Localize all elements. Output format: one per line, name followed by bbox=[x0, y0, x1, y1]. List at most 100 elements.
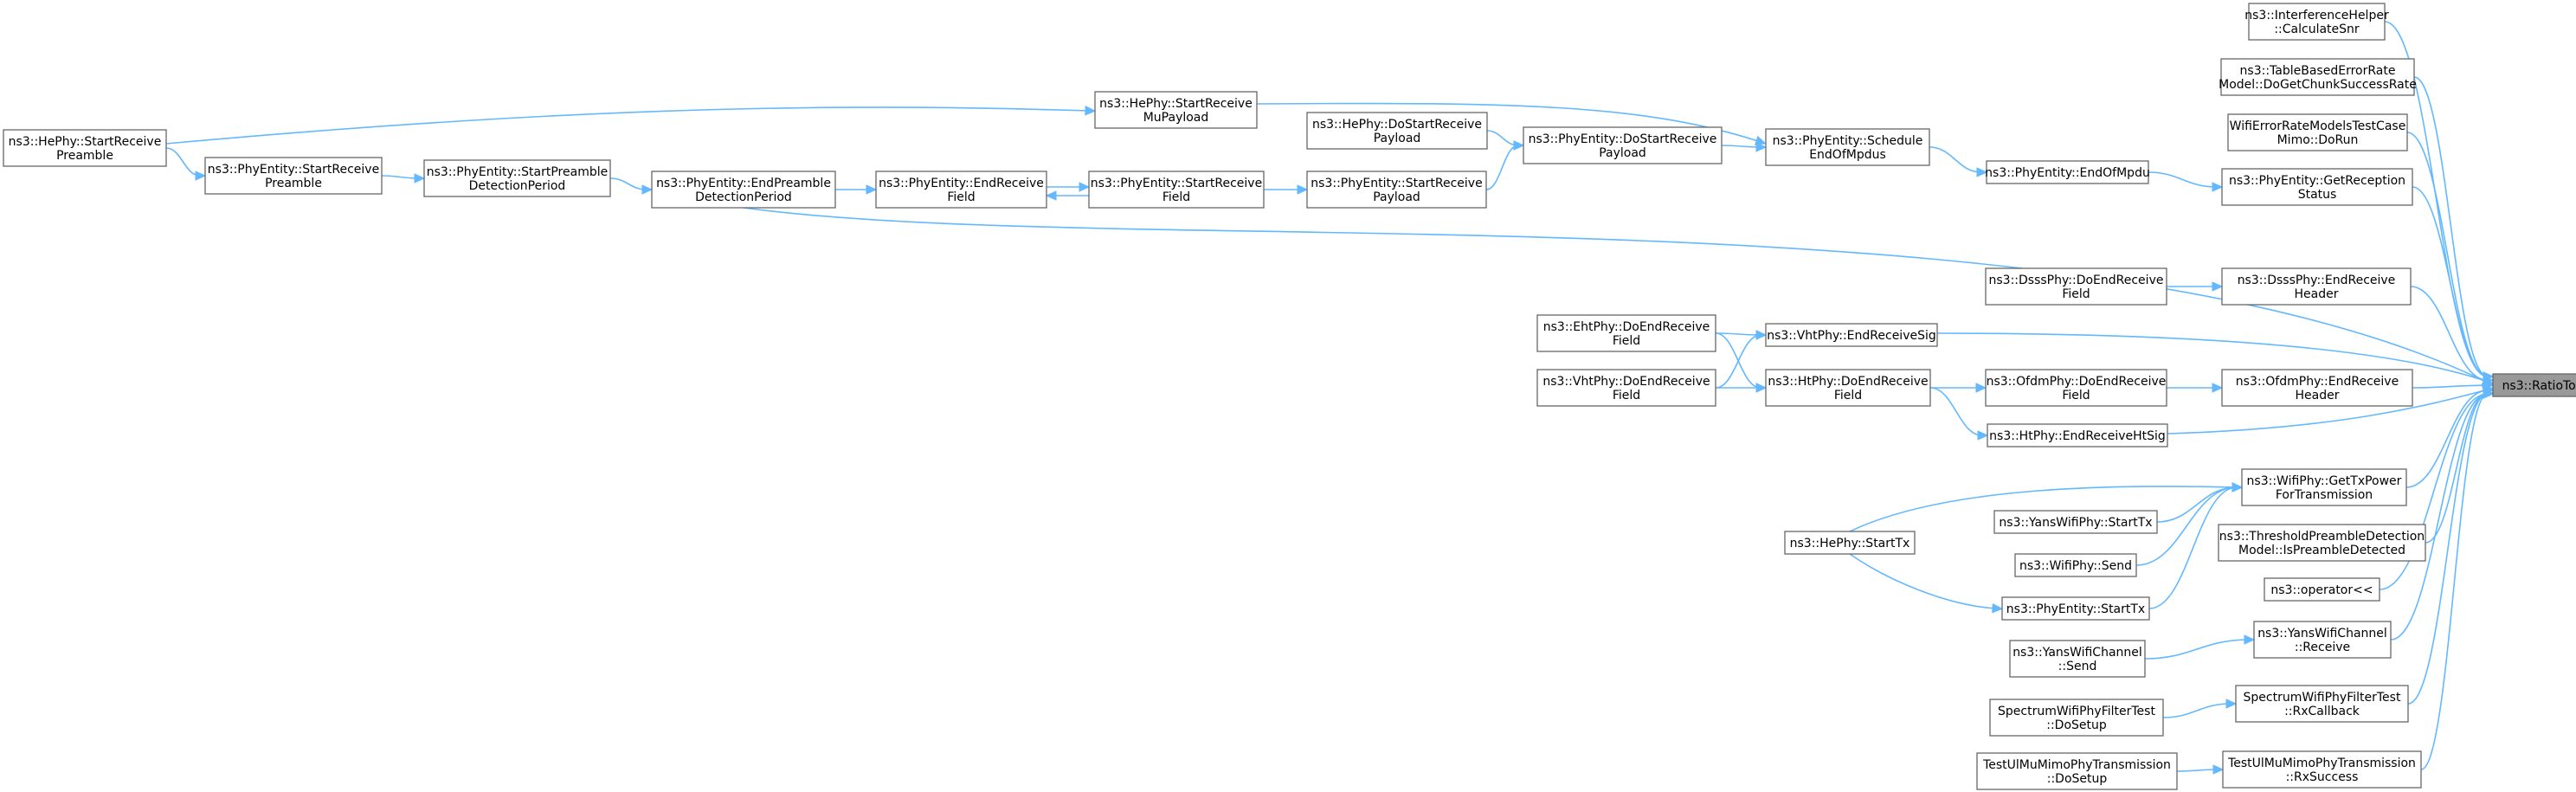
node-label: SpectrumWifiPhyFilterTest bbox=[1998, 705, 2155, 718]
edge-line bbox=[1849, 553, 1998, 609]
node-pe-end-preamble[interactable]: ns3::PhyEntity::EndPreambleDetectionPeri… bbox=[651, 171, 836, 209]
node-label: ns3::PhyEntity::StartReceive bbox=[1091, 177, 1262, 190]
node-label: DetectionPeriod bbox=[469, 179, 566, 193]
edge-pe-end-recv-field-to-pe-start-recv-field bbox=[1046, 182, 1091, 192]
node-yans-chan-recv[interactable]: ns3::YansWifiChannel::Receive bbox=[2253, 621, 2392, 659]
arrowhead bbox=[1992, 602, 2004, 614]
node-label: Model::DoGetChunkSuccessRate bbox=[2219, 78, 2417, 92]
node-label: ns3::PhyEntity::StartReceive bbox=[1311, 177, 1482, 190]
arrowhead bbox=[1975, 383, 1987, 393]
node-label: ns3::ThresholdPreambleDetection bbox=[2219, 530, 2425, 544]
node-label: ns3::YansWifiChannel bbox=[2257, 627, 2387, 641]
edge-vht-do-end-to-ht-do-end bbox=[1716, 383, 1768, 393]
edge-ofdm-end-hdr-to-ratio-to-db bbox=[2412, 380, 2495, 390]
root-node-ratio-to-db[interactable]: ns3::RatioToDb bbox=[2492, 373, 2576, 397]
node-box bbox=[2221, 369, 2413, 407]
call-graph-edges bbox=[165, 21, 2495, 775]
call-graph-nodes: ns3::RatioToDb ns3::InterferenceHelper::C… bbox=[3, 3, 2576, 790]
arrowhead bbox=[2212, 764, 2225, 775]
node-label: ::RxSuccess bbox=[2286, 770, 2359, 784]
node-box bbox=[2221, 168, 2413, 206]
edge-pe-start-recv-preamble-to-pe-start-preamble bbox=[381, 173, 426, 184]
node-box bbox=[2222, 750, 2422, 789]
node-operator-out[interactable]: ns3::operator<< bbox=[2264, 577, 2380, 602]
node-ul-rx-success[interactable]: TestUlMuMimoPhyTransmission::RxSuccess bbox=[2222, 750, 2422, 789]
node-label: WifiErrorRateModelsTestCase bbox=[2230, 119, 2406, 133]
edge-line bbox=[2176, 769, 2219, 772]
node-box bbox=[2248, 3, 2386, 41]
node-box bbox=[2218, 524, 2426, 562]
edge-dsss-do-end-to-dsss-end-hdr bbox=[2167, 281, 2224, 292]
node-ul-setup[interactable]: TestUlMuMimoPhyTransmission::DoSetup bbox=[1976, 752, 2178, 790]
node-ht-end-sig[interactable]: ns3::HtPhy::EndReceiveHtSig bbox=[1987, 423, 2168, 448]
edge-ht-do-end-to-ofdm-do-end bbox=[1930, 383, 1987, 393]
node-wifi-send[interactable]: ns3::WifiPhy::Send bbox=[2014, 553, 2137, 577]
arrowhead bbox=[1976, 167, 1988, 177]
node-yans-chan-send[interactable]: ns3::YansWifiChannel::Send bbox=[2009, 640, 2146, 678]
node-pe-start-tx[interactable]: ns3::PhyEntity::StartTx bbox=[2001, 596, 2150, 621]
node-table-err[interactable]: ns3::TableBasedErrorRateModel::DoGetChun… bbox=[2219, 58, 2417, 96]
node-spec-setup[interactable]: SpectrumWifiPhyFilterTest::DoSetup bbox=[1989, 699, 2164, 737]
edge-pe-start-preamble-to-pe-end-preamble bbox=[609, 177, 654, 195]
node-label: Status bbox=[2298, 188, 2337, 202]
node-spec-rx-cb[interactable]: SpectrumWifiPhyFilterTest::RxCallback bbox=[2235, 685, 2409, 723]
node-label: Preamble bbox=[265, 177, 322, 190]
node-label: ns3::DsssPhy::EndReceive bbox=[2238, 274, 2396, 287]
node-calc-snr[interactable]: ns3::InterferenceHelper::CalculateSnr bbox=[2244, 3, 2389, 41]
arrowhead bbox=[1755, 142, 1768, 152]
edge-sched-end-of-mpdus-to-end-of-mpdu bbox=[1929, 146, 1988, 177]
node-label: ns3::HePhy::StartReceive bbox=[9, 135, 162, 149]
node-label: ns3::HePhy::DoStartReceive bbox=[1312, 118, 1482, 132]
node-label: Header bbox=[2296, 389, 2340, 402]
node-label: ::Send bbox=[2058, 660, 2097, 673]
node-box bbox=[2492, 373, 2576, 397]
edge-line bbox=[609, 177, 647, 190]
arrowhead bbox=[641, 184, 654, 195]
node-label: TestUlMuMimoPhyTransmission bbox=[1982, 758, 2171, 772]
node-label: ns3::TableBasedErrorRate bbox=[2240, 64, 2396, 78]
node-end-of-mpdu[interactable]: ns3::PhyEntity::EndOfMpdu bbox=[1985, 160, 2150, 184]
node-box bbox=[2220, 58, 2415, 96]
node-box bbox=[2264, 577, 2380, 602]
edge-ht-do-end-to-ht-end-sig bbox=[1929, 387, 1989, 441]
edge-line bbox=[743, 207, 2489, 383]
node-label: ns3::PhyEntity::EndOfMpdu bbox=[1985, 166, 2150, 180]
edge-line bbox=[2405, 390, 2489, 488]
node-label: ::RxCallback bbox=[2284, 705, 2360, 718]
node-label: ns3::PhyEntity::Schedule bbox=[1773, 134, 1923, 148]
node-box bbox=[1765, 128, 1930, 166]
arrowhead bbox=[1755, 330, 1768, 340]
node-pe-start-preamble[interactable]: ns3::PhyEntity::StartPreambleDetectionPe… bbox=[423, 159, 611, 197]
node-he-start-tx[interactable]: ns3::HePhy::StartTx bbox=[1784, 531, 1916, 555]
edge-yans-chan-send-to-yans-chan-recv bbox=[2144, 634, 2256, 660]
node-thresh-preamble[interactable]: ns3::ThresholdPreambleDetectionModel::Is… bbox=[2218, 524, 2426, 562]
node-label: Field bbox=[1834, 389, 1862, 402]
edge-he-start-recv-preamble-to-pe-start-recv-preamble bbox=[165, 147, 207, 181]
node-label: ns3::DsssPhy::DoEndReceive bbox=[1989, 274, 2164, 287]
node-label: EndOfMpdus bbox=[1809, 148, 1886, 162]
node-vht-end-sig[interactable]: ns3::VhtPhy::EndReceiveSig bbox=[1765, 323, 1938, 347]
node-label: Payload bbox=[1599, 146, 1646, 160]
edge-line bbox=[2412, 384, 2489, 389]
node-label: ns3::PhyEntity::StartTx bbox=[2006, 602, 2145, 616]
node-yans-start-tx[interactable]: ns3::YansWifiPhy::StartTx bbox=[1993, 510, 2158, 534]
